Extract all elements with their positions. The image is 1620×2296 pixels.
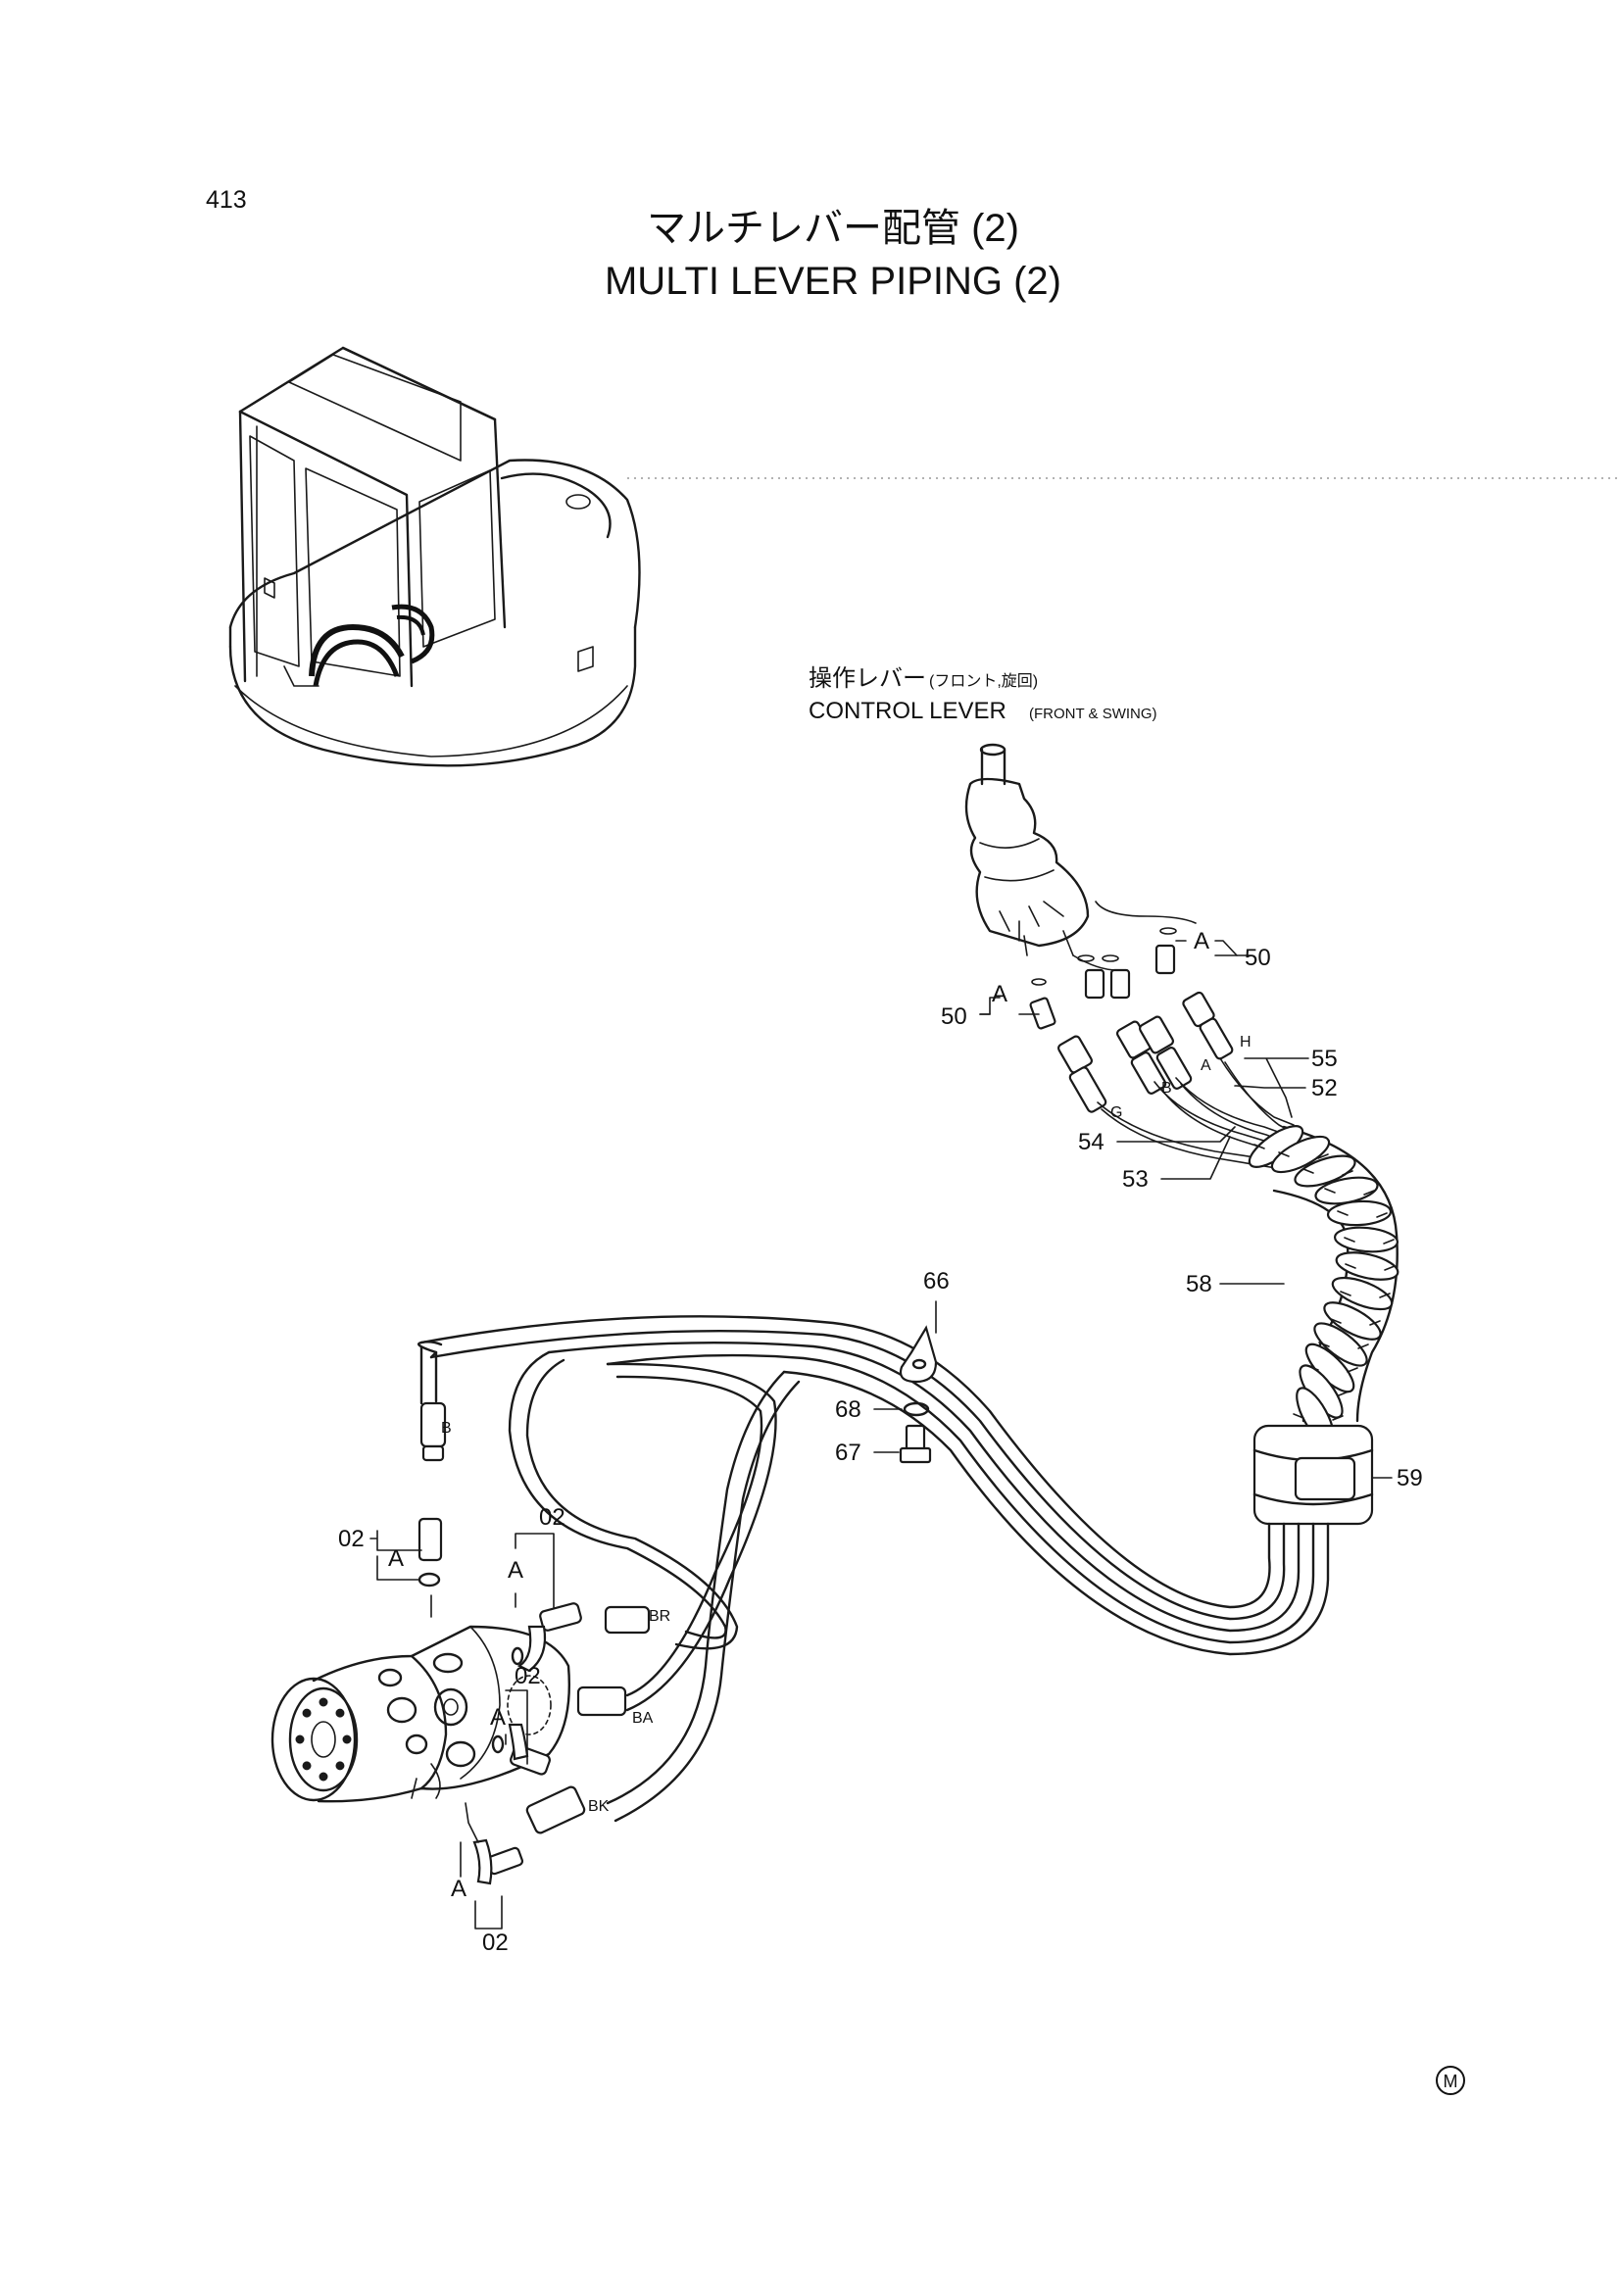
- hose-tags: H A B G B BR BA BK: [441, 1034, 1252, 1815]
- callout-02-top-left: 02: [338, 1526, 365, 1552]
- callout-02-bottom: 02: [482, 1930, 509, 1956]
- hose-tag-g: G: [1110, 1104, 1122, 1121]
- control-lever-valve: [964, 743, 1090, 948]
- hose-tag-b: B: [1161, 1080, 1172, 1097]
- hose-end-fitting: [1056, 991, 1234, 1113]
- hose-tag-b-left: B: [441, 1420, 452, 1437]
- footer-mark-letter: M: [1444, 2072, 1458, 2091]
- page-number: 413: [206, 186, 247, 214]
- hose-clip: [899, 1325, 938, 1384]
- callout-50-right: 50: [1245, 945, 1271, 971]
- footer-mark: M: [1436, 2066, 1465, 2095]
- callout-66: 66: [923, 1268, 950, 1295]
- hose-tag-ba: BA: [632, 1710, 654, 1727]
- washer: [903, 1401, 930, 1417]
- callout-52: 52: [1311, 1075, 1338, 1101]
- detail-mark-a: A: [388, 1545, 404, 1572]
- hose-clamp: [1252, 1424, 1374, 1526]
- control-lever-label-en-sub: (FRONT & SWING): [1029, 706, 1157, 722]
- detail-mark-a: A: [1194, 928, 1209, 954]
- callout-59: 59: [1397, 1465, 1423, 1491]
- title-japanese: マルチレバー配管 (2): [647, 207, 1019, 250]
- control-lever-label-jp-sub: (フロント,旋回): [929, 672, 1038, 690]
- detail-mark-a: A: [992, 981, 1007, 1007]
- leader-lines: [369, 940, 1393, 1930]
- control-lever-label-jp: 操作レバー: [809, 665, 926, 692]
- control-lever-label-en: CONTROL LEVER: [809, 698, 1006, 724]
- pilot-valve-block: [270, 1625, 570, 1803]
- bolt: [899, 1424, 932, 1464]
- callout-54: 54: [1078, 1129, 1105, 1155]
- hose-tag-bk: BK: [588, 1798, 610, 1815]
- detail-mark-a: A: [508, 1557, 523, 1584]
- adapter-fitting: [1029, 944, 1176, 1030]
- detail-marks: A A A A A A: [388, 928, 1209, 1902]
- callout-02-top-mid: 02: [539, 1504, 565, 1531]
- callout-68: 68: [835, 1396, 861, 1423]
- hose-tag-a: A: [1201, 1057, 1211, 1074]
- callout-50-left: 50: [941, 1003, 967, 1030]
- title-english: MULTI LEVER PIPING (2): [605, 260, 1061, 303]
- callout-58: 58: [1186, 1271, 1212, 1297]
- hose-tag-br: BR: [649, 1608, 670, 1625]
- callout-02-mid: 02: [515, 1663, 541, 1689]
- hose-bundle: [417, 1315, 1330, 1823]
- callout-67: 67: [835, 1440, 861, 1466]
- elbow-fitting: [417, 1517, 582, 1885]
- hose-tag-h: H: [1240, 1034, 1252, 1050]
- callout-53: 53: [1122, 1166, 1149, 1193]
- detail-mark-a: A: [451, 1876, 466, 1902]
- hose-end-fitting: [419, 1401, 651, 1834]
- detail-mark-a: A: [490, 1704, 506, 1731]
- control-lever-label: 操作レバー (フロント,旋回) CONTROL LEVER (FRONT & S…: [809, 665, 1157, 724]
- callout-numbers: 50 50 55 52 54 53 58 59 66 68 67 02 02 0…: [338, 945, 1423, 1956]
- excavator-location-view: [228, 346, 641, 767]
- callout-55: 55: [1311, 1046, 1338, 1072]
